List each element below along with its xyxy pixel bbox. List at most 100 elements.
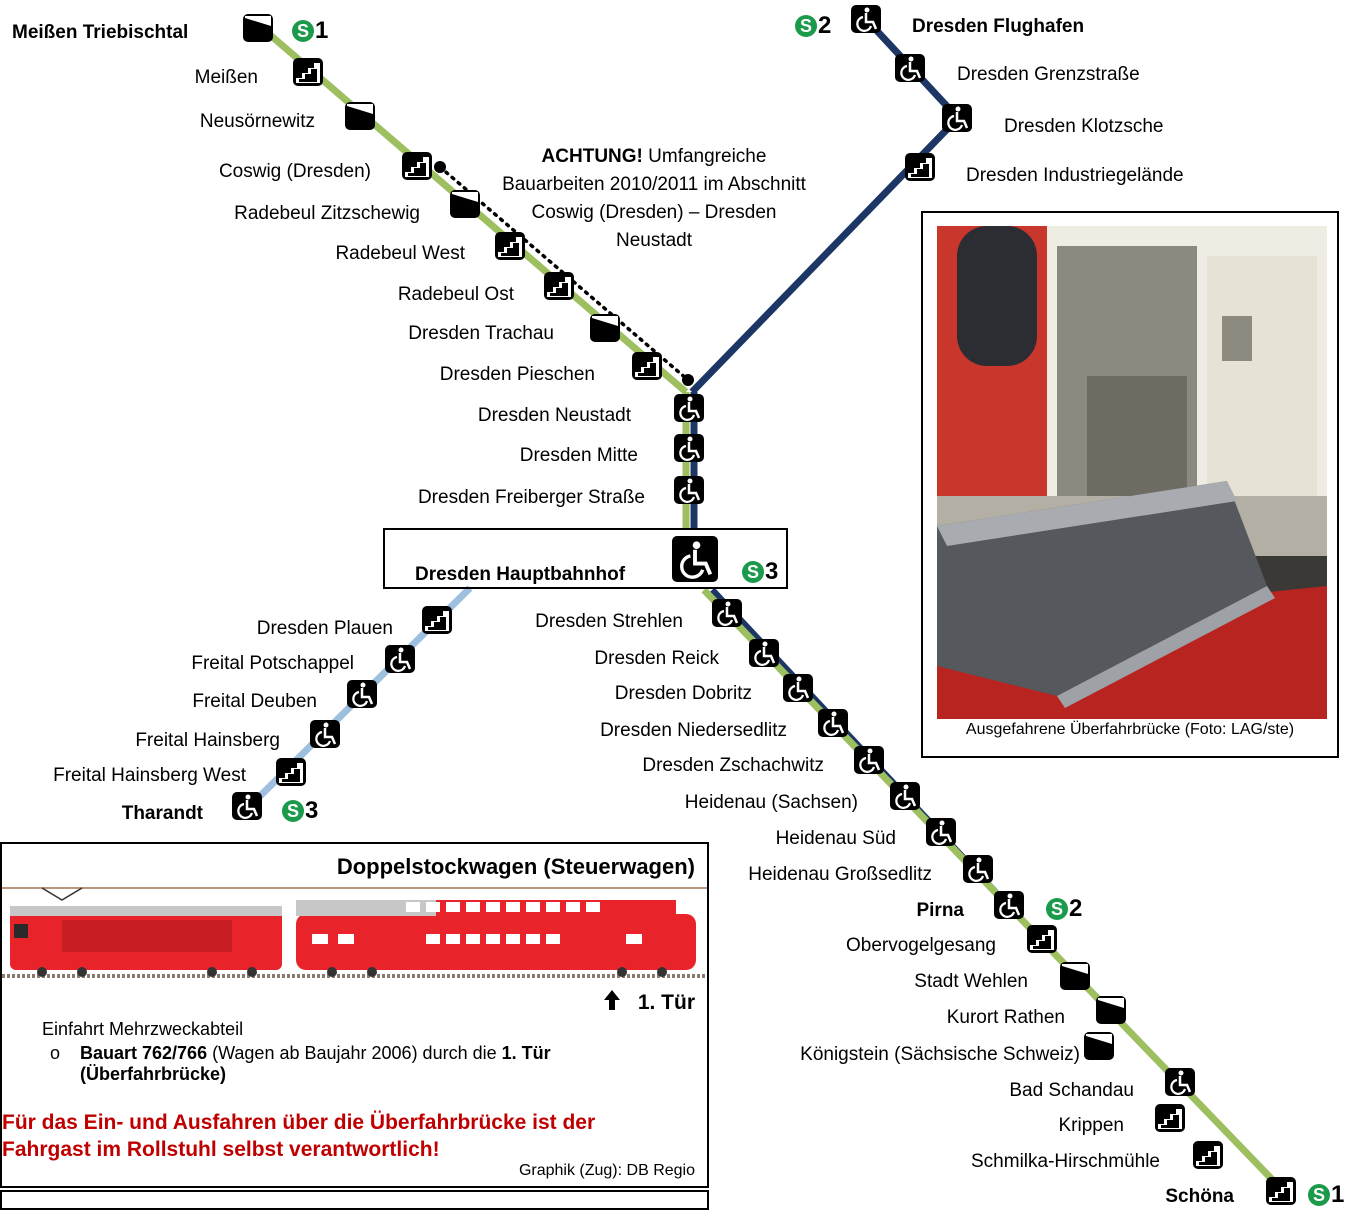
step-partial-icon — [590, 314, 620, 342]
hauptbahnhof-box — [383, 528, 788, 589]
info-title: Doppelstockwagen (Steuerwagen) — [336, 854, 695, 879]
wheelchair-icon — [926, 818, 956, 846]
info-warning: Für das Ein- und Ausfahren über die Über… — [2, 1109, 595, 1163]
station-label: Dresden Zschachwitz — [642, 755, 824, 776]
station-label: Pirna — [916, 900, 964, 921]
station-label: Stadt Wehlen — [914, 971, 1028, 992]
station-label: Dresden Neustadt — [477, 405, 631, 426]
station-label: Obervogelgesang — [846, 935, 996, 956]
wheelchair-icon — [942, 104, 972, 132]
station-label: Radebeul West — [335, 243, 465, 264]
station-label: Dresden Freiberger Straße — [417, 487, 645, 508]
station-label: Kurort Rathen — [946, 1007, 1065, 1028]
steps-icon — [402, 152, 432, 180]
steps-icon — [1155, 1104, 1185, 1132]
door-text: 1. Tür — [637, 991, 695, 1014]
station-label: Krippen — [1058, 1115, 1125, 1136]
construction-end-dot — [682, 374, 694, 386]
steps-icon — [1266, 1177, 1296, 1205]
station-label: Schöna — [1165, 1186, 1234, 1207]
step-partial-icon — [1084, 1032, 1114, 1060]
station-label: Bad Schandau — [1009, 1080, 1134, 1101]
station-label: Dresden Industriegelände — [966, 165, 1184, 186]
station-label: Freital Hainsberg — [135, 730, 280, 751]
info-bauart: Bauart 762/766 — [80, 1043, 208, 1063]
steps-icon — [1193, 1141, 1223, 1169]
station-label: Dresden Strehlen — [535, 611, 683, 632]
station-label: Dresden Hauptbahnhof — [415, 564, 626, 585]
notice-lead: ACHTUNG! — [541, 146, 643, 167]
wheelchair-icon — [674, 394, 704, 422]
wheelchair-icon — [347, 680, 377, 708]
ramp-photo — [937, 226, 1327, 719]
step-partial-icon — [450, 190, 480, 218]
station-label: Dresden Flughafen — [912, 16, 1085, 37]
station-label: Coswig (Dresden) — [218, 161, 371, 182]
station-label: Dresden Klotzsche — [1004, 116, 1164, 137]
station-label: Dresden Plauen — [256, 618, 393, 639]
steps-icon — [276, 758, 306, 786]
wheelchair-icon — [672, 536, 718, 582]
wheelchair-icon — [749, 639, 779, 667]
step-partial-icon — [1096, 996, 1126, 1024]
info-warning-line2: Fahrgast im Rollstuhl selbst verantwortl… — [2, 1138, 440, 1161]
steps-icon — [632, 352, 662, 380]
station-label: Meißen — [194, 67, 258, 88]
steps-icon — [293, 58, 323, 86]
station-label: Heidenau (Sachsen) — [684, 792, 858, 813]
steps-icon — [1027, 925, 1057, 953]
wheelchair-icon — [1165, 1068, 1195, 1096]
station-label: Dresden Grenzstraße — [957, 64, 1140, 85]
station-label: Schmilka-Hirschmühle — [971, 1151, 1160, 1172]
step-partial-icon — [345, 102, 375, 130]
steps-icon — [422, 606, 452, 634]
station-label: Freital Hainsberg West — [53, 765, 246, 786]
station-label: Dresden Mitte — [519, 445, 638, 466]
door-label: 1. Tür — [603, 990, 695, 1016]
step-partial-icon — [1060, 962, 1090, 990]
steps-icon — [495, 232, 525, 260]
station-label: Dresden Niedersedlitz — [600, 720, 787, 741]
step-partial-icon — [243, 14, 273, 42]
wheelchair-icon — [851, 5, 881, 33]
station-label: Dresden Dobritz — [614, 683, 752, 704]
wheelchair-icon — [818, 709, 848, 737]
wheelchair-icon — [854, 746, 884, 774]
wheelchair-icon — [232, 792, 262, 820]
bullet: o — [50, 1043, 61, 1063]
station-label: Neusörnewitz — [199, 111, 315, 132]
station-label: Königstein (Sächsische Schweiz) — [800, 1044, 1080, 1065]
notice-text: Umfangreiche Bauarbeiten 2010/2011 im Ab… — [502, 146, 806, 251]
wheelchair-icon — [674, 434, 704, 462]
info-line2: o Bauart 762/766 (Wagen ab Baujahr 2006)… — [50, 1043, 551, 1085]
arrow-up-icon — [603, 990, 620, 1016]
station-label: Freital Potschappel — [191, 653, 354, 674]
wheelchair-icon — [385, 645, 415, 673]
station-label: Radebeul Zitzschewig — [234, 203, 420, 224]
station-label: Dresden Trachau — [408, 323, 554, 344]
wheelchair-icon — [890, 782, 920, 810]
info-bridge: (Überfahrbrücke) — [80, 1064, 227, 1084]
wheelchair-icon — [895, 54, 925, 82]
train-info-box: Doppelstockwagen (Steuerwagen) 1. Tür Ei… — [0, 842, 709, 1188]
train-graphic — [2, 884, 707, 984]
info-warning-line1: Für das Ein- und Ausfahren über die Über… — [2, 1111, 596, 1134]
wheelchair-icon — [310, 720, 340, 748]
wheelchair-icon — [674, 476, 704, 504]
info-credit: Graphik (Zug): DB Regio — [518, 1162, 695, 1179]
info-text: (Wagen ab Baujahr 2006) durch die — [207, 1043, 502, 1063]
station-label: Tharandt — [121, 803, 203, 824]
station-label: Freital Deuben — [192, 691, 317, 712]
station-label: Radebeul Ost — [397, 284, 514, 305]
wheelchair-icon — [783, 674, 813, 702]
station-label: Dresden Reick — [594, 648, 719, 669]
photo-caption: Ausgefahrene Überfahrbrücke (Foto: LAG/s… — [965, 721, 1295, 738]
steps-icon — [544, 272, 574, 300]
photo-box: Ausgefahrene Überfahrbrücke (Foto: LAG/s… — [921, 211, 1339, 758]
